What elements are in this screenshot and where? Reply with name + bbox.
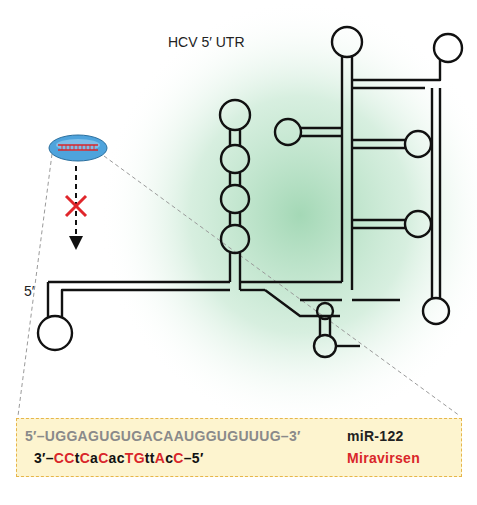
structure-title: HCV 5′ UTR [168, 34, 245, 50]
end-label: 5′ [24, 283, 34, 299]
rna-sequence: 5′–UGGAGUGUGACAAUGGUGUUUG–3′ [25, 428, 301, 444]
sequence-name: Miravirsen [347, 450, 420, 466]
rna-structure [38, 27, 462, 357]
duplex-capsule [49, 135, 107, 161]
sequence-box: 5′–UGGAGUGUGACAAUGGUGUUUG–3′ miR-122 3′–CC… [16, 418, 462, 477]
blocked-arrow [66, 166, 86, 250]
oligo-sequence: 3′–CCtCaCacTGttAcC–5′ [34, 450, 204, 466]
sequence-name: miR-122 [347, 428, 404, 444]
leader-lines [18, 154, 460, 416]
background-glow [100, 0, 477, 430]
